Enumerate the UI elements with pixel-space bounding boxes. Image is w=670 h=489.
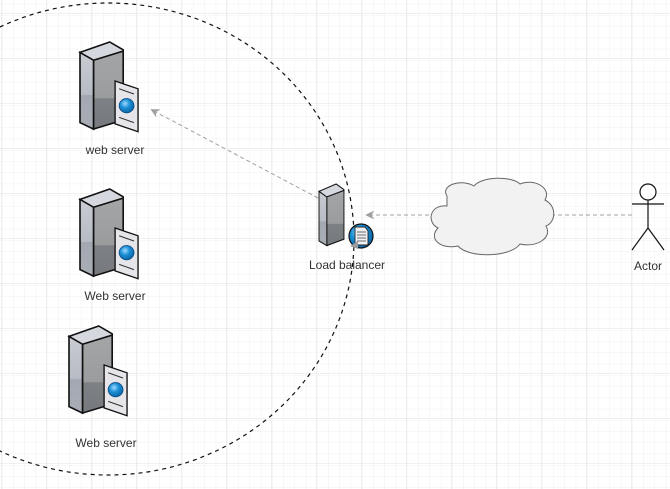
web-server-3-label: Web server [75, 436, 137, 450]
web-server-1-label: web server [85, 143, 145, 157]
actor-label: Actor [633, 259, 663, 273]
server-icon [318, 183, 345, 247]
globe-icon [107, 382, 124, 398]
edge-load-balancer-to-web-server[interactable] [150, 109, 319, 199]
web-server-2-label: Web server [84, 289, 146, 303]
globe-icon [118, 98, 135, 114]
load-balancer-badge-icon [348, 223, 374, 249]
globe-icon [118, 245, 135, 261]
load-balancer-node[interactable] [318, 183, 345, 247]
web-server-node-1[interactable] [79, 41, 139, 133]
load-balancer-label: Load balancer [308, 258, 386, 272]
actor-icon[interactable] [631, 183, 665, 251]
web-page-icon [114, 227, 139, 280]
web-server-node-3[interactable] [68, 325, 128, 417]
internet-cloud[interactable] [430, 177, 555, 256]
web-page-icon [114, 80, 139, 133]
web-page-icon [103, 364, 128, 417]
web-server-node-2[interactable] [79, 188, 139, 280]
